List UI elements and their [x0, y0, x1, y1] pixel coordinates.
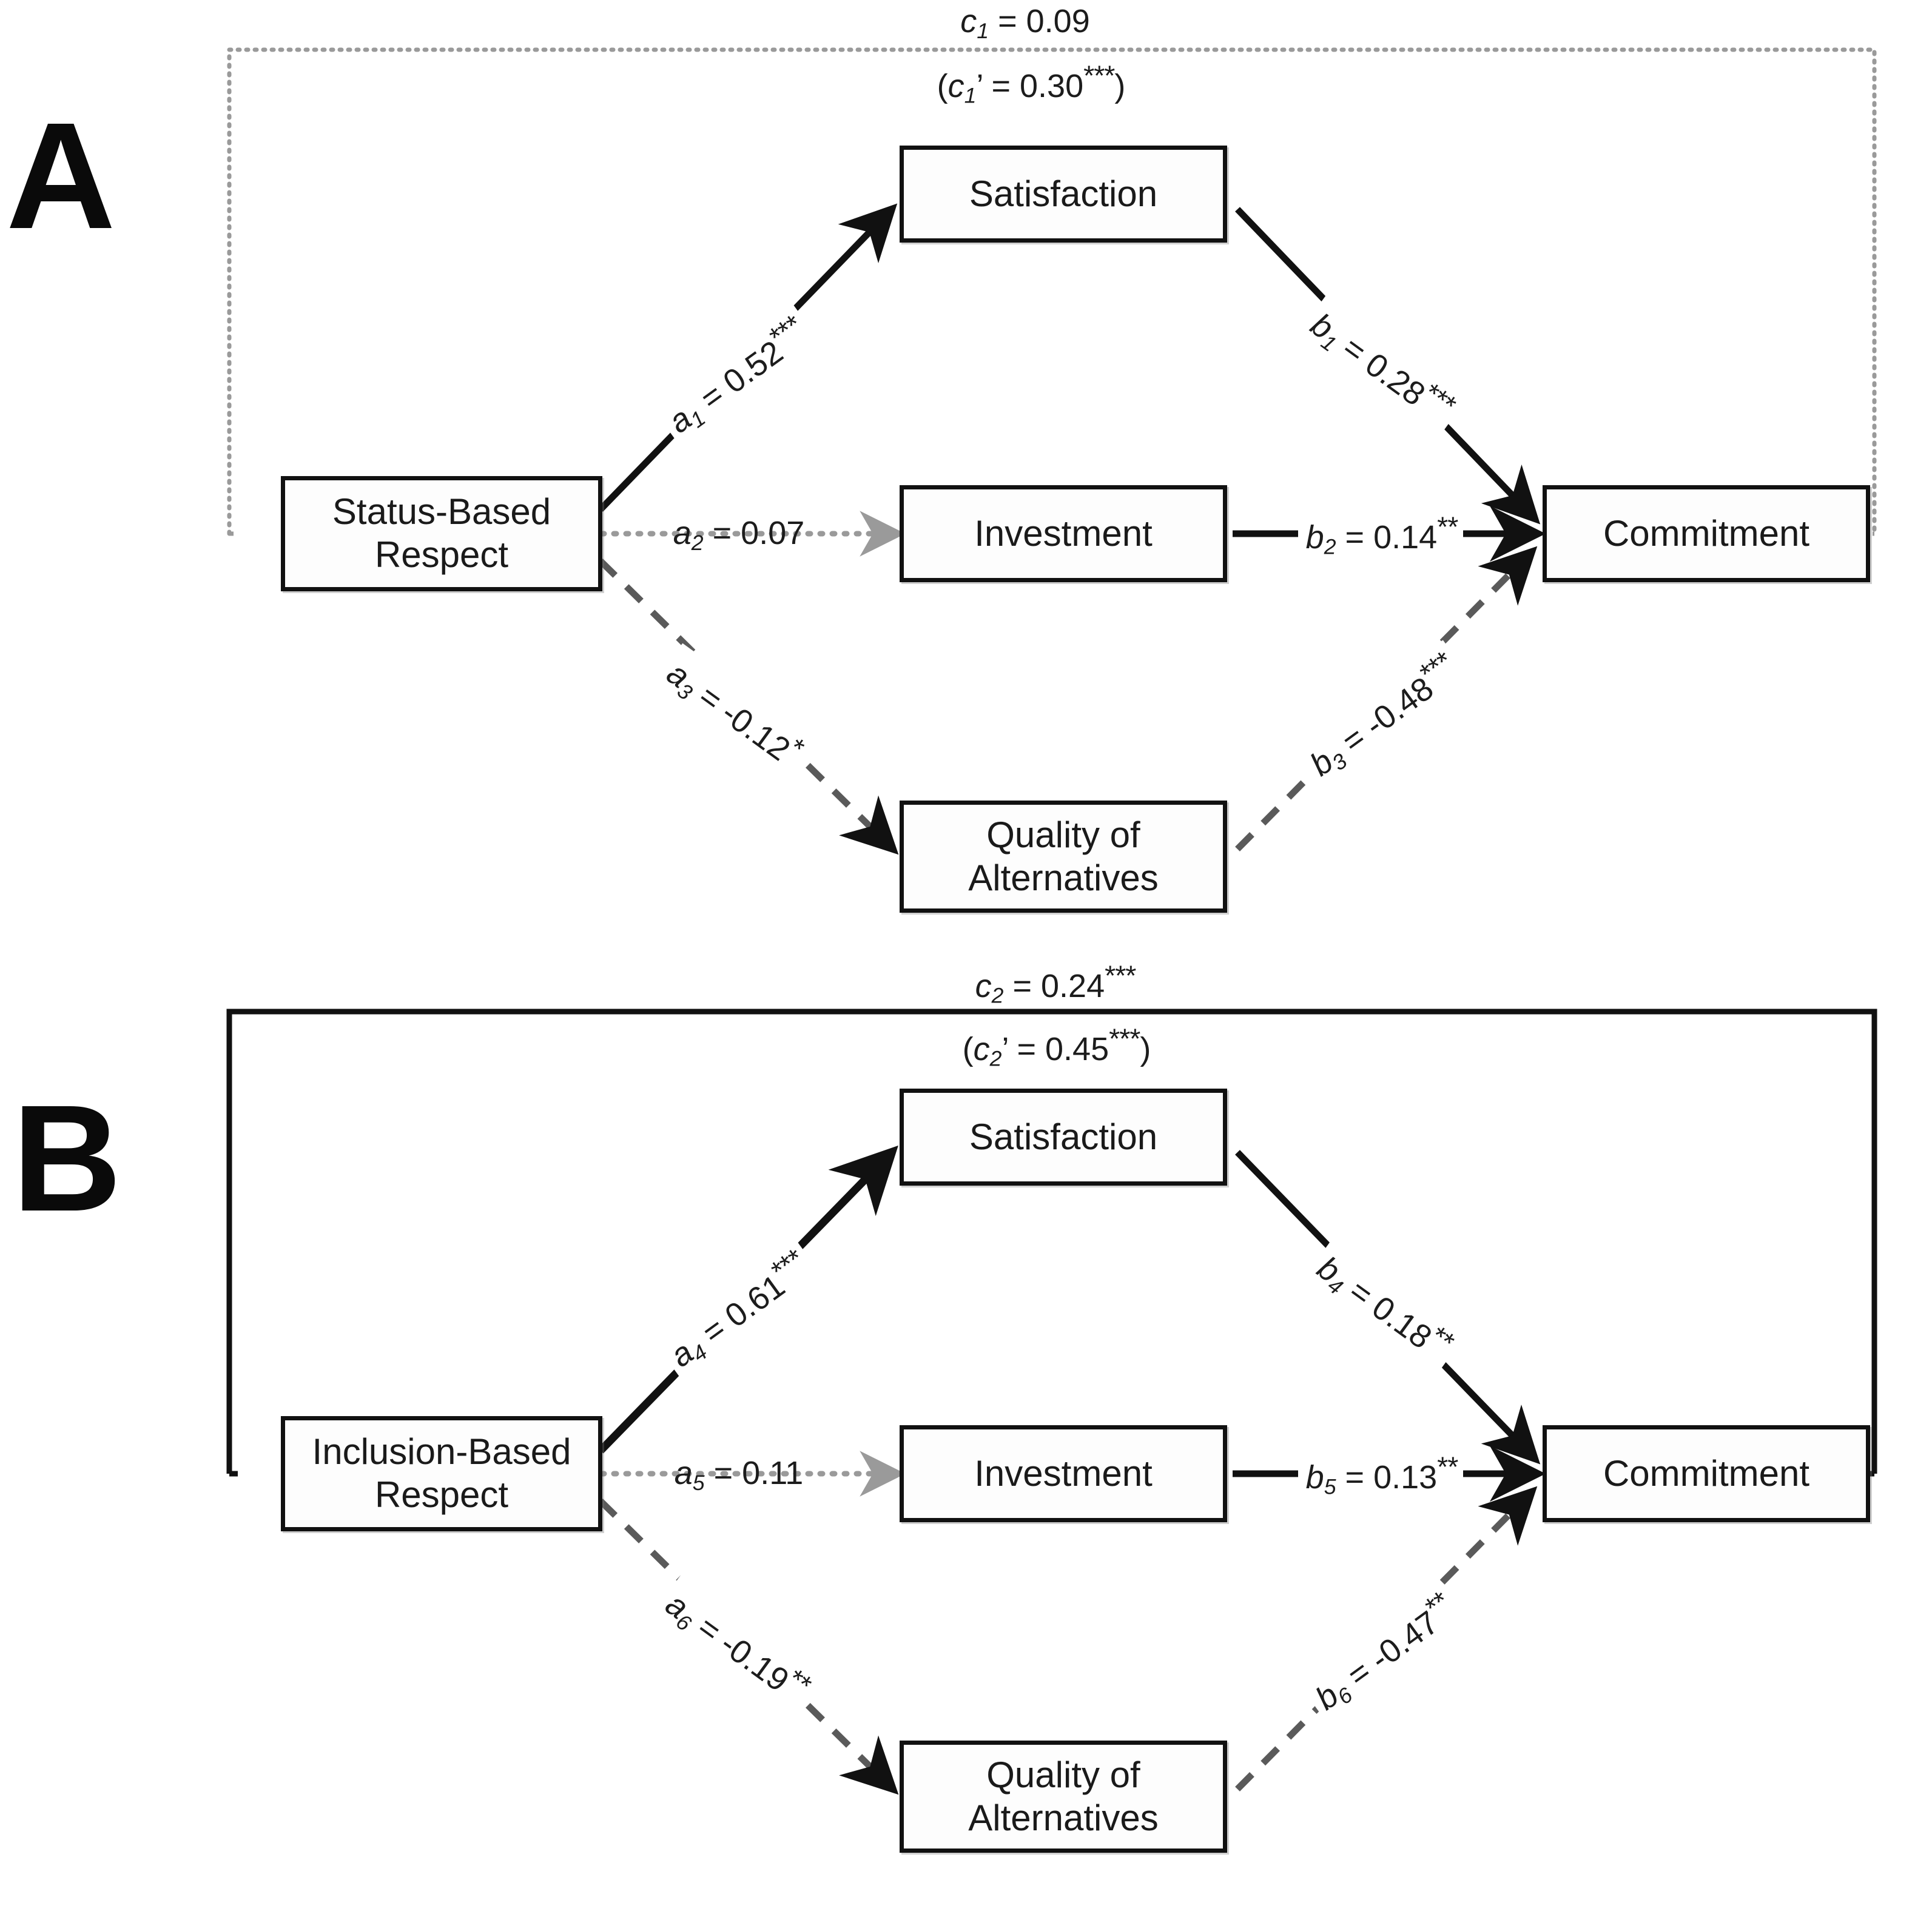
- panel-a-c-path: [227, 47, 1877, 552]
- panel-a-satisfaction-label: Satisfaction: [969, 173, 1158, 214]
- panel-b-node-investment: Investment: [900, 1425, 1227, 1522]
- panel-a-node-satisfaction: Satisfaction: [900, 146, 1227, 243]
- panel-a-label: A: [6, 91, 116, 260]
- panel-b-node-satisfaction: Satisfaction: [900, 1089, 1227, 1186]
- panel-b-c-path: [226, 1009, 1877, 1497]
- panel-a-predictor-line1: Status-Based: [332, 491, 551, 532]
- panel-a-commitment-label: Commitment: [1603, 512, 1810, 554]
- panel-b-predictor-line1: Inclusion-Based: [312, 1431, 571, 1472]
- panel-b-quality-line2: Alternatives: [968, 1797, 1159, 1838]
- panel-b-coef-a5: a5 = 0.11: [674, 1455, 804, 1495]
- panel-a-node-commitment: Commitment: [1543, 485, 1870, 582]
- panel-b-coef-c2-prime: (c2’ = 0.45***): [962, 1022, 1151, 1071]
- panel-a-coef-c1-prime: (c1’ = 0.30***): [937, 59, 1126, 108]
- panel-b-predictor-line2: Respect: [374, 1474, 509, 1515]
- panel-b-label: B: [12, 1073, 122, 1243]
- panel-b-investment-label: Investment: [974, 1452, 1153, 1494]
- panel-a-path-a3: [598, 559, 899, 855]
- panel-a-node-quality-of-alternatives: Quality of Alternatives: [900, 801, 1227, 913]
- panel-b-node-predictor: Inclusion-Based Respect: [281, 1416, 602, 1531]
- panel-b-satisfaction-label: Satisfaction: [969, 1116, 1158, 1157]
- panel-a-coef-c1: c1 = 0.09: [960, 3, 1090, 43]
- panel-b-node-commitment: Commitment: [1543, 1425, 1870, 1522]
- panel-b-quality-line1: Quality of: [986, 1754, 1140, 1795]
- panel-a-predictor-line2: Respect: [374, 534, 509, 575]
- panel-b-coef-b5: b5 = 0.13**: [1305, 1451, 1459, 1499]
- panel-a-node-investment: Investment: [900, 485, 1227, 582]
- panel-b-path-a6: [598, 1499, 899, 1795]
- panel-a-quality-line2: Alternatives: [968, 857, 1159, 898]
- panel-b-commitment-label: Commitment: [1603, 1452, 1810, 1494]
- panel-a-coef-a2: a2 = 0.07: [673, 515, 805, 555]
- panel-b-coef-c2: c2 = 0.24***: [975, 959, 1137, 1008]
- panel-b-node-quality-of-alternatives: Quality of Alternatives: [900, 1741, 1227, 1853]
- panel-a-coef-b2: b2 = 0.14**: [1305, 511, 1459, 559]
- panel-a-investment-label: Investment: [974, 512, 1153, 554]
- panel-a-node-predictor: Status-Based Respect: [281, 476, 602, 591]
- panel-a-quality-line1: Quality of: [986, 814, 1140, 855]
